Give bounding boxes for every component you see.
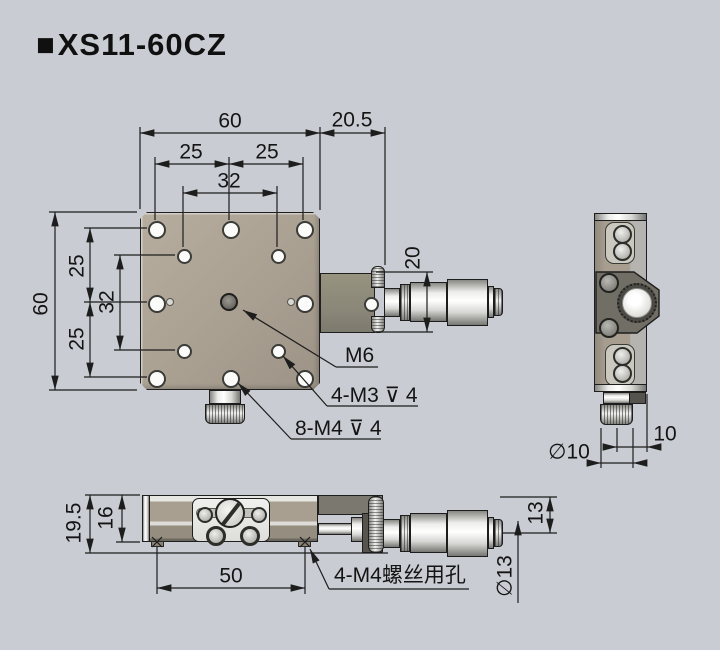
dim-total-height: 19.5 — [62, 502, 86, 544]
dim-pitch-left: 25 — [179, 140, 203, 164]
screw — [599, 273, 619, 293]
dim-knob-diameter: ∅10 — [548, 440, 590, 464]
hole-m3 — [271, 344, 286, 359]
label-4-m3: 4-M3 ⊽ 4 — [331, 384, 418, 407]
dim-pitch-right: 25 — [255, 140, 279, 164]
clamp-ring-bottom — [371, 316, 385, 333]
center-adjust-screw — [215, 498, 245, 528]
front-collar — [351, 517, 363, 542]
side-knob-stem — [603, 392, 630, 404]
side-lock-knob — [600, 404, 633, 425]
micrometer-thimble — [447, 279, 488, 326]
dim-inner-pitch-h: 32 — [217, 169, 241, 193]
hole-m4 — [296, 370, 314, 388]
screw — [240, 526, 260, 546]
hole-m4 — [222, 370, 240, 388]
micrometer-ratchet — [494, 288, 503, 316]
screw — [613, 364, 632, 383]
front-micrometer-sleeve — [410, 513, 447, 553]
screw — [599, 318, 619, 338]
screw — [613, 242, 632, 261]
front-micrometer-thimble — [447, 510, 488, 557]
dim-axis-height: 13 — [524, 501, 548, 525]
bullet-square-icon: ■ — [36, 27, 56, 62]
hole-m4 — [296, 295, 314, 313]
dim-barrel-diameter: ∅13 — [493, 555, 517, 597]
side-clamp-block — [629, 392, 646, 404]
hole-m4 — [222, 221, 240, 239]
dim-body-height: 16 — [94, 506, 118, 530]
dim-top-width: 60 — [218, 109, 242, 133]
micrometer-shaft — [384, 288, 400, 317]
model-number: XS11-60CZ — [57, 27, 227, 62]
hole-m4 — [148, 370, 166, 388]
front-foot — [298, 541, 311, 547]
micrometer-ratchet-ring — [488, 286, 494, 318]
label-4-m4-holes: 4-M4螺丝用孔 — [334, 564, 466, 587]
front-ratchet — [494, 519, 503, 547]
micrometer-sleeve — [410, 282, 447, 322]
hole-m4 — [148, 221, 166, 239]
micrometer-knob-face — [622, 288, 652, 318]
dim-inner-pitch-v: 32 — [95, 290, 119, 314]
hole-m3 — [177, 249, 192, 264]
set-screw — [287, 298, 295, 306]
hole-m3 — [177, 344, 192, 359]
dim-vpitch-bottom: 25 — [65, 327, 89, 351]
front-ratchet-ring — [488, 517, 494, 549]
hole-m4 — [296, 221, 314, 239]
front-foot — [151, 541, 164, 547]
lock-knob — [205, 404, 245, 424]
hole-m6-center — [220, 293, 238, 311]
dim-right-offset: 20.5 — [331, 108, 373, 132]
dim-vpitch-top: 25 — [65, 254, 89, 278]
side-bottom-cap — [594, 384, 647, 392]
label-8-m4: 8-M4 ⊽ 4 — [295, 417, 382, 440]
front-shaft — [318, 523, 354, 535]
front-micrometer-shaft — [383, 519, 400, 548]
micrometer-ring — [400, 284, 410, 321]
dim-hole-span: 50 — [219, 564, 243, 588]
dim-mount-height: 20 — [401, 246, 425, 270]
label-m6: M6 — [345, 344, 375, 367]
screw — [206, 526, 226, 546]
hole-m4 — [148, 295, 166, 313]
block-hole — [364, 297, 379, 312]
front-clamp-ring — [368, 496, 384, 553]
knob-stem — [209, 390, 241, 404]
screw — [251, 507, 267, 523]
set-screw — [166, 298, 174, 306]
front-left-cap — [142, 495, 150, 542]
screw-slot — [221, 502, 241, 526]
screw — [197, 507, 213, 523]
clamp-ring-top — [371, 266, 385, 288]
dim-knob-offset: 10 — [653, 422, 677, 446]
side-top-cap — [594, 213, 647, 221]
page-title: ■XS11-60CZ — [36, 27, 227, 63]
front-micrometer-ring — [400, 515, 410, 552]
dim-height: 60 — [29, 292, 53, 316]
hole-m3 — [271, 249, 286, 264]
